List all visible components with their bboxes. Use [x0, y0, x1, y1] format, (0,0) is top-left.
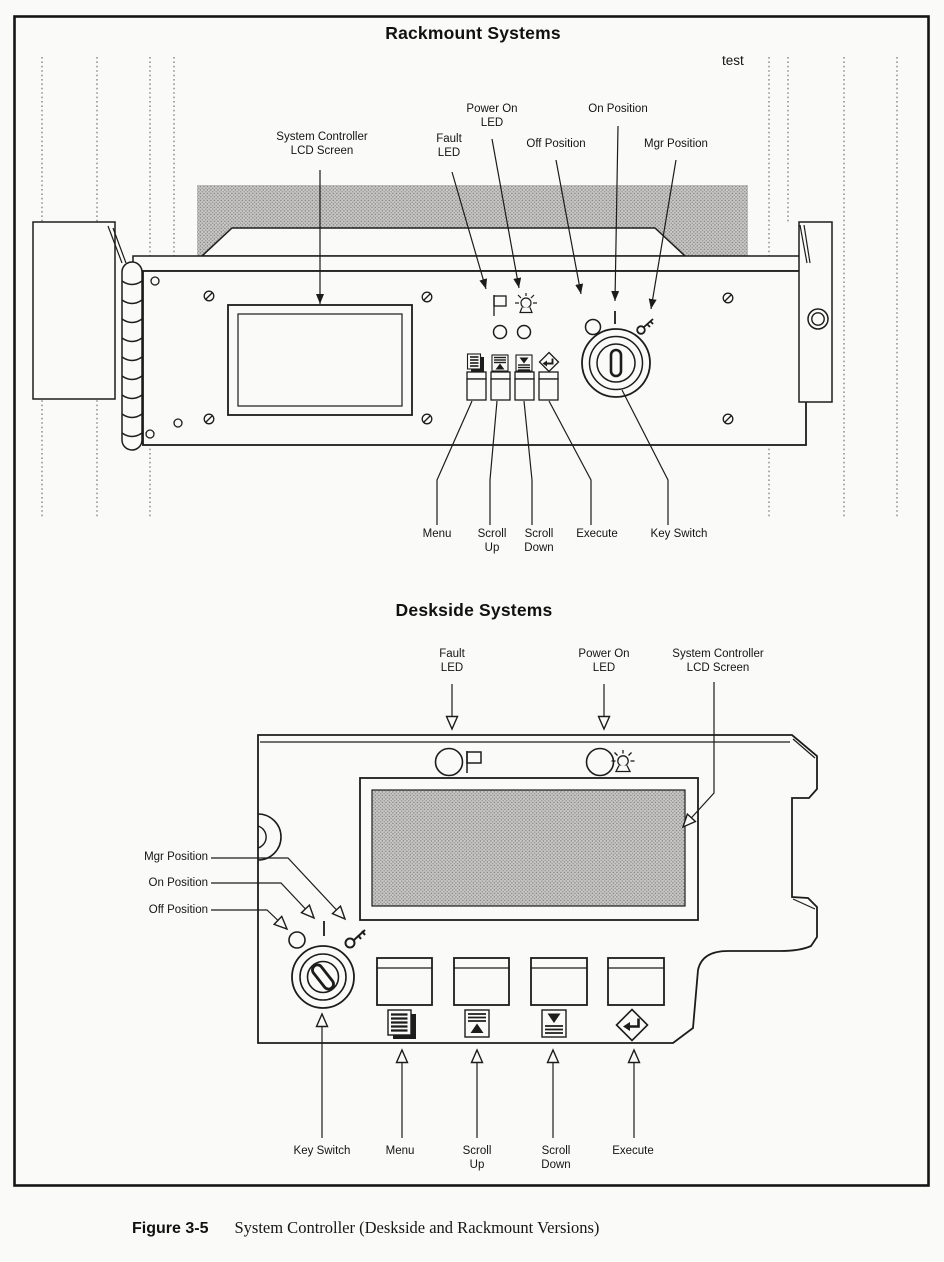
scroll-down-button-icon: [541, 1009, 567, 1038]
scroll-up-button: [490, 371, 511, 401]
label-rackmount-off-position: Off Position: [526, 138, 586, 150]
scroll-down-button: [530, 957, 588, 1006]
deskside-diagram: [211, 682, 818, 1138]
deskside-section-title: Deskside Systems: [395, 600, 553, 620]
label-deskside-off-position: Off Position: [148, 904, 208, 916]
label-deskside-on-position: On Position: [148, 877, 208, 889]
off-position-mark: [584, 318, 602, 336]
label-rackmount-lcd: System Controller LCD Screen: [276, 131, 368, 157]
flag-icon: [466, 751, 482, 773]
label-deskside-power-on-led: Power On LED: [578, 648, 630, 674]
scroll-down-button-icon: [515, 354, 533, 372]
figure-caption: Figure 3-5 System Controller (Deskside an…: [132, 1218, 599, 1238]
label-deskside-mgr-position: Mgr Position: [144, 851, 208, 863]
fault-led: [492, 324, 508, 340]
label-rackmount-scroll-down: Scroll Down: [524, 528, 554, 554]
label-deskside-execute: Execute: [612, 1145, 654, 1157]
deskside-leader-lines-left: [211, 857, 345, 929]
screw-icon: [421, 291, 433, 303]
execute-button: [607, 957, 665, 1006]
label-deskside-key-switch: Key Switch: [293, 1145, 351, 1157]
label-rackmount-power-on-led: Power On LED: [466, 103, 518, 129]
thumbscrew-icon: [807, 308, 829, 330]
chassis-top-cap: [200, 227, 687, 257]
execute-button-icon: [538, 351, 560, 373]
rackmount-key-switch: [581, 328, 651, 398]
scroll-down-button: [514, 371, 535, 401]
rackmount-diagram: [32, 57, 898, 525]
screw-icon: [722, 413, 734, 425]
label-rackmount-key-switch: Key Switch: [650, 528, 708, 540]
chassis-top-rail: [132, 255, 802, 272]
right-rack-bracket: [798, 221, 833, 403]
rackmount-leader-lines-top: [316, 125, 677, 310]
rackmount-lcd-screen: [227, 304, 413, 416]
rackmount-leader-lines-bottom: [436, 389, 669, 525]
scroll-up-button-icon: [491, 354, 509, 372]
screw-icon: [722, 292, 734, 304]
label-rackmount-scroll-up: Scroll Up: [477, 528, 507, 554]
label-rackmount-menu: Menu: [422, 528, 452, 540]
power-on-led: [516, 324, 532, 340]
key-icon: [636, 318, 654, 335]
scroll-up-button: [453, 957, 510, 1006]
flag-icon: [493, 295, 507, 316]
light-icon: [611, 750, 635, 773]
label-rackmount-on-position: On Position: [588, 103, 648, 115]
deskside-leader-lines-bottom: [322, 1014, 634, 1138]
menu-button-icon: [466, 353, 484, 372]
panel-screws: [145, 276, 734, 439]
screw-icon: [203, 413, 215, 425]
execute-button: [538, 371, 559, 401]
label-deskside-lcd: System Controller LCD Screen: [672, 648, 764, 674]
deskside-leader-lines-top: [452, 682, 715, 827]
deskside-key-switch: [291, 945, 355, 1009]
label-deskside-menu: Menu: [385, 1145, 415, 1157]
figure-caption-tag: Figure 3-5: [132, 1220, 209, 1237]
rackmount-buttons: [466, 371, 559, 401]
stray-note-text: test: [722, 53, 744, 68]
rackmount-section-title: Rackmount Systems: [385, 23, 561, 43]
left-rack-bracket: [32, 221, 127, 400]
menu-button: [466, 371, 487, 401]
light-icon: [515, 293, 537, 314]
execute-button-icon: [615, 1008, 649, 1042]
label-deskside-scroll-down: Scroll Down: [541, 1145, 571, 1171]
off-position-mark: [288, 931, 306, 949]
menu-button: [376, 957, 433, 1006]
deskside-buttons: [376, 957, 665, 1006]
figure-caption-title: System Controller (Deskside and Rackmoun…: [234, 1218, 600, 1237]
screw-icon: [421, 413, 433, 425]
screw-icon: [203, 290, 215, 302]
figure-border: [13, 15, 930, 1187]
scroll-up-button-icon: [464, 1009, 490, 1038]
menu-button-icon: [387, 1009, 416, 1039]
hinge: [121, 261, 143, 451]
fault-led: [434, 747, 464, 777]
label-rackmount-fault-led: Fault LED: [436, 133, 462, 159]
label-rackmount-mgr-position: Mgr Position: [644, 138, 708, 150]
label-deskside-fault-led: Fault LED: [439, 648, 465, 674]
deskside-lcd-screen: [359, 777, 699, 921]
key-icon: [344, 929, 366, 949]
power-on-led: [585, 747, 615, 777]
label-deskside-scroll-up: Scroll Up: [462, 1145, 492, 1171]
label-rackmount-execute: Execute: [576, 528, 618, 540]
